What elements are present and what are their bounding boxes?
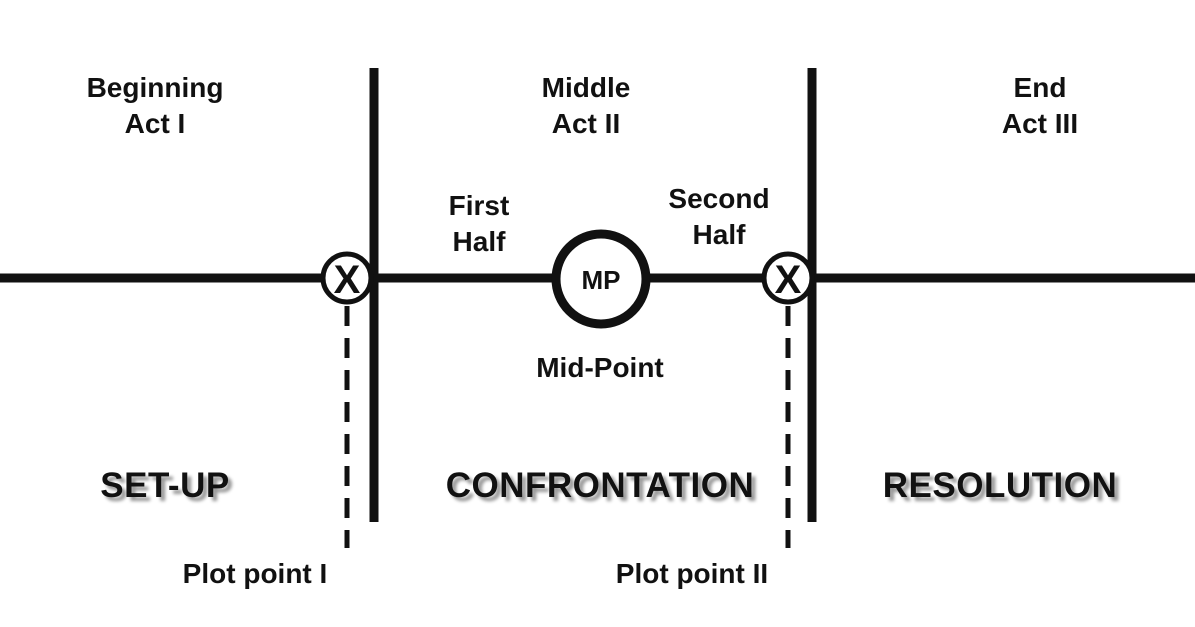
second-half-label: Second Half bbox=[649, 181, 789, 253]
phase-setup: SET-UP bbox=[100, 466, 230, 505]
midpoint-symbol: MP bbox=[582, 265, 621, 295]
midpoint-label: Mid-Point bbox=[536, 352, 664, 383]
plot-point-2-label: Plot point II bbox=[615, 558, 769, 589]
second-half-line-2: Half bbox=[692, 219, 746, 250]
act-1-heading: Beginning Act I bbox=[35, 70, 275, 142]
first-half-line-1: First bbox=[448, 190, 510, 221]
act-2-heading: Middle Act II bbox=[466, 70, 706, 142]
plot-point-1-symbol: X bbox=[334, 258, 361, 302]
phase-confrontation: CONFRONTATION bbox=[445, 466, 755, 505]
act-3-number: Act III bbox=[1001, 108, 1079, 139]
act-2-title: Middle bbox=[541, 72, 631, 103]
first-half-line-2: Half bbox=[452, 226, 506, 257]
act-1-number: Act I bbox=[124, 108, 186, 139]
plot-point-2-symbol: X bbox=[775, 258, 802, 302]
act-2-number: Act II bbox=[551, 108, 621, 139]
second-half-line-1: Second bbox=[668, 183, 770, 214]
plot-point-1-marker: X bbox=[320, 251, 374, 305]
first-half-label: First Half bbox=[419, 188, 539, 260]
phase-resolution: RESOLUTION bbox=[882, 466, 1118, 505]
plot-point-2-marker: X bbox=[761, 251, 815, 305]
act-3-title: End bbox=[1013, 72, 1067, 103]
midpoint-marker: MP bbox=[551, 229, 651, 329]
act-1-title: Beginning bbox=[86, 72, 224, 103]
plot-point-1-label: Plot point I bbox=[182, 558, 328, 589]
act-3-heading: End Act III bbox=[920, 70, 1160, 142]
